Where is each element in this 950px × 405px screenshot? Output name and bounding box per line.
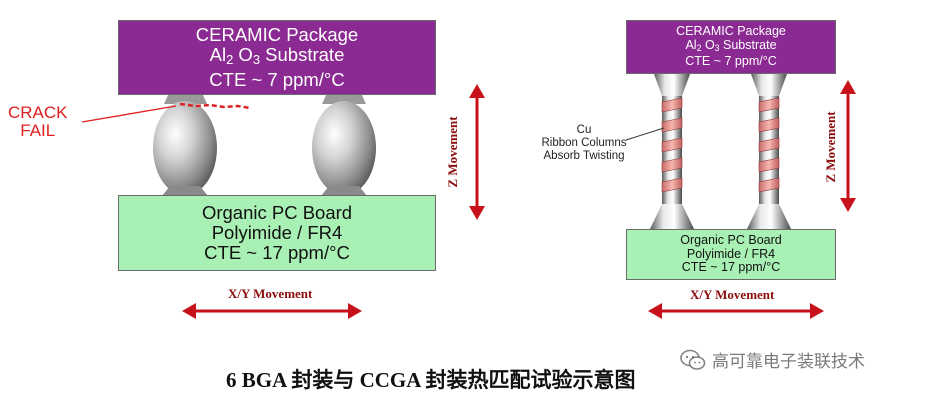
ccga-board-material: Polyimide / FR4	[686, 246, 776, 261]
bga-ceramic-title: CERAMIC Package	[195, 23, 359, 45]
ccga-ceramic-cte: CTE ~ 7 ppm/°C	[685, 54, 777, 69]
bga-pc-board: Organic PC Board Polyimide / FR4 CTE ~ 1…	[118, 195, 436, 271]
ccga-xy-movement-label: X/Y Movement	[690, 287, 775, 302]
watermark-text: 高可靠电子装联技术	[712, 352, 865, 371]
bga-xy-arrow	[182, 303, 362, 319]
bga-ceramic-package: CERAMIC Package Al2 O3 Substrate CTE ~ 7…	[118, 20, 436, 95]
ccga-ceramic-title: CERAMIC Package	[676, 24, 786, 39]
ccga-column-right	[747, 74, 791, 229]
cu-ribbon-columns-label: Cu Ribbon Columns Absorb Twisting	[541, 124, 627, 162]
ccga-ceramic-substrate: Al2 O3 Substrate	[685, 37, 777, 53]
crack-fail-label: CRACK FAIL	[8, 103, 68, 140]
crack-line	[179, 102, 251, 110]
bga-solder-ball-left	[153, 95, 217, 196]
bga-board-cte: CTE ~ 17 ppm/°C	[204, 242, 350, 263]
ccga-board-title: Organic PC Board	[680, 233, 782, 248]
bga-z-movement-label: Z Movement	[445, 116, 460, 188]
bga-board-title: Organic PC Board	[201, 202, 353, 223]
ccga-pc-board: Organic PC Board Polyimide / FR4 CTE ~ 1…	[626, 229, 836, 280]
bga-z-arrow	[469, 84, 485, 220]
bga-xy-movement-label: X/Y Movement	[228, 286, 313, 301]
ccga-ceramic-package: CERAMIC Package Al2 O3 Substrate CTE ~ 7…	[626, 20, 836, 74]
bga-ceramic-substrate: Al2 O3 Substrate	[209, 43, 345, 68]
ccga-z-movement-label: Z Movement	[823, 111, 838, 183]
ccga-xy-arrow	[648, 303, 824, 319]
wechat-icon	[680, 349, 706, 370]
figure-caption: 6 BGA 封装与 CCGA 封装热匹配试验示意图	[226, 368, 636, 392]
ccga-z-arrow	[840, 80, 856, 212]
ccga-board-cte: CTE ~ 17 ppm/°C	[681, 260, 781, 275]
bga-ceramic-cte: CTE ~ 7 ppm/°C	[209, 69, 345, 91]
bga-board-material: Polyimide / FR4	[211, 222, 343, 243]
watermark: 高可靠电子装联技术	[680, 347, 865, 372]
cu-label-pointer	[625, 127, 665, 141]
ccga-column-left	[650, 74, 694, 229]
crack-pointer	[81, 105, 177, 123]
bga-solder-ball-right	[312, 95, 376, 196]
